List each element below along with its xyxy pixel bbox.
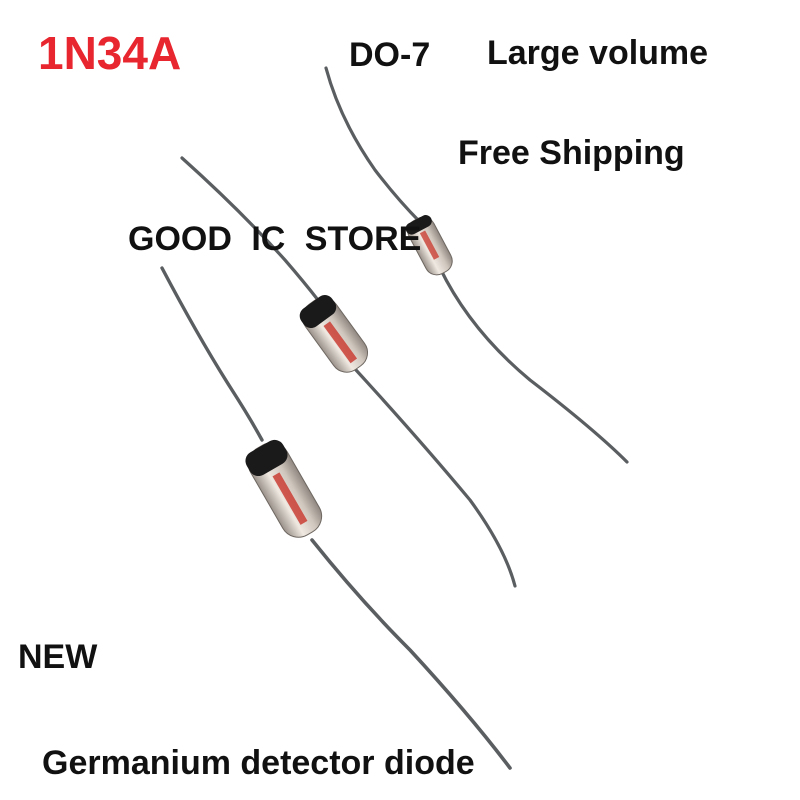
part-number-title: 1N34A <box>38 27 182 79</box>
diode-middle <box>180 156 517 588</box>
diode-front <box>160 266 512 770</box>
product-description: Germanium detector diode <box>42 744 475 782</box>
condition-label: NEW <box>18 638 98 676</box>
diode-front-lead-bottom <box>310 538 512 770</box>
diode-middle-lead-bottom <box>354 368 517 588</box>
diode-middle-body <box>299 295 369 373</box>
diode-front-lead-top <box>160 266 264 442</box>
diode-middle-lead-top <box>180 156 320 302</box>
package-label: DO-7 <box>349 36 431 74</box>
diode-back-body <box>405 215 453 276</box>
shipping-label: Free Shipping <box>458 134 685 172</box>
diode-back-lead-bottom <box>438 266 629 464</box>
diode-back-lead-top <box>324 66 422 224</box>
volume-label: Large volume <box>487 34 709 72</box>
diode-front-body <box>245 439 323 538</box>
diode-back <box>324 66 629 464</box>
store-name: GOOD IC STORE <box>128 220 422 258</box>
